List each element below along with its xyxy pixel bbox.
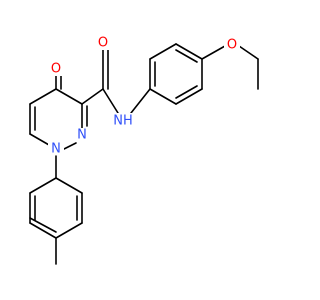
label-mask <box>48 62 64 76</box>
bond-line <box>175 85 198 99</box>
bond-line <box>55 222 83 239</box>
bond-line <box>29 88 57 105</box>
bond-line <box>175 88 203 105</box>
atom-label-o-amide: O <box>98 36 108 51</box>
label-mask <box>48 141 64 155</box>
label-mask <box>74 128 90 142</box>
bond-line <box>175 43 203 60</box>
atom-label-nh: NH <box>113 114 133 129</box>
label-mask <box>95 36 111 50</box>
bond-line <box>61 142 77 151</box>
bond-line <box>130 88 151 114</box>
bond-line <box>102 88 119 114</box>
bond-layer <box>29 43 259 265</box>
bond-line <box>149 43 177 60</box>
bond-line <box>175 49 198 63</box>
bond-line <box>29 222 57 239</box>
bond-line <box>55 88 83 105</box>
bond-line <box>238 45 259 60</box>
molecule-canvas: O O NH N N O <box>29 36 259 265</box>
molecule-structure-diagram: O O NH N N O <box>29 36 259 265</box>
atom-label-n1: N <box>51 142 61 157</box>
atom-label-o4: O <box>51 62 61 77</box>
bond-line <box>81 88 104 105</box>
label-mask <box>224 38 240 52</box>
atom-label-o-ether: O <box>227 38 237 53</box>
bond-line <box>29 217 57 233</box>
label-mask <box>111 113 135 127</box>
bond-line <box>29 177 57 194</box>
bond-line <box>149 88 177 105</box>
atom-label-layer: O O NH N N O <box>48 36 240 157</box>
atom-label-n2: N <box>77 128 87 143</box>
bond-line <box>201 45 226 60</box>
bond-line <box>55 177 83 194</box>
